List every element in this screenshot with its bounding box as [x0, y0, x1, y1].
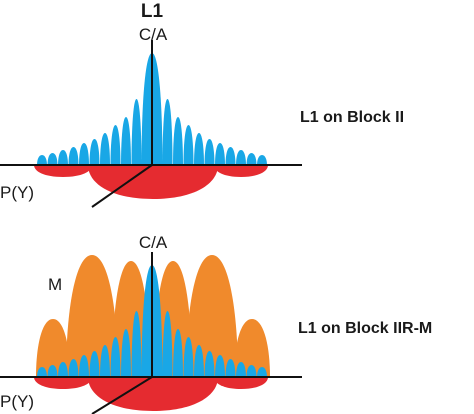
- py-label-top: P(Y): [0, 183, 34, 202]
- ca-side-lobe: [257, 367, 267, 377]
- m-lobe: [36, 319, 70, 377]
- ca-side-lobe: [79, 143, 89, 165]
- py-side-lobe: [34, 377, 92, 389]
- ca-side-lobe: [204, 351, 215, 377]
- ca-side-lobe: [194, 345, 204, 377]
- ca-side-lobe: [89, 351, 100, 377]
- ca-side-lobe: [162, 99, 173, 165]
- ca-side-lobe: [110, 337, 121, 377]
- ca-side-lobe: [246, 153, 257, 165]
- ca-side-lobe: [100, 133, 110, 165]
- py-spectrum-bottom: [34, 377, 268, 411]
- ca-side-lobe: [215, 355, 225, 377]
- ca-side-lobe: [47, 365, 58, 377]
- ca-side-lobe: [204, 139, 215, 165]
- ca-label-bottom: C/A: [139, 233, 168, 252]
- py-main-lobe: [88, 165, 218, 199]
- ca-spectrum-top: [37, 53, 267, 165]
- py-side-lobe: [214, 377, 268, 389]
- ca-side-lobe: [173, 117, 183, 165]
- ca-side-lobe: [37, 155, 47, 165]
- ca-side-lobe: [110, 125, 121, 165]
- ca-side-lobe: [131, 99, 142, 165]
- ca-side-lobe: [173, 329, 183, 377]
- side-label-block-ii: L1 on Block II: [300, 109, 404, 126]
- ca-side-lobe: [58, 150, 68, 165]
- ca-side-lobe: [68, 359, 79, 377]
- ca-side-lobe: [225, 147, 236, 165]
- ca-side-lobe: [121, 117, 131, 165]
- diagram-title: L1: [141, 1, 164, 22]
- ca-side-lobe: [100, 345, 110, 377]
- ca-side-lobe: [89, 139, 100, 165]
- ca-side-lobe: [37, 367, 47, 377]
- ca-side-lobe: [121, 329, 131, 377]
- panel-block-ii: L1 C/A P(Y) L1 on Block II: [0, 1, 404, 208]
- panel-block-iir-m: C/A M P(Y) L1 on Block IIR-M: [0, 233, 432, 414]
- py-label-bottom: P(Y): [0, 392, 34, 411]
- ca-side-lobe: [79, 355, 89, 377]
- ca-side-lobe: [47, 153, 58, 165]
- side-label-block-iir-m: L1 on Block IIR-M: [298, 320, 432, 337]
- py-main-lobe: [88, 377, 218, 411]
- ca-side-lobe: [246, 365, 257, 377]
- depth-axis-top: [91, 164, 153, 208]
- ca-side-lobe: [225, 359, 236, 377]
- ca-label-top: C/A: [139, 25, 168, 44]
- py-spectrum-top: [34, 165, 268, 199]
- ca-side-lobe: [257, 155, 267, 165]
- ca-side-lobe: [236, 362, 246, 377]
- depth-axis-bottom: [91, 376, 153, 414]
- py-side-lobe: [34, 165, 92, 177]
- ca-side-lobe: [183, 337, 194, 377]
- m-label: M: [48, 275, 62, 294]
- ca-side-lobe: [162, 311, 173, 377]
- ca-side-lobe: [68, 147, 79, 165]
- ca-side-lobe: [58, 362, 68, 377]
- ca-side-lobe: [236, 150, 246, 165]
- m-lobe: [234, 319, 270, 377]
- ca-side-lobe: [215, 143, 225, 165]
- py-side-lobe: [214, 165, 268, 177]
- ca-side-lobe: [194, 133, 204, 165]
- ca-side-lobe: [183, 125, 194, 165]
- ca-side-lobe: [131, 311, 142, 377]
